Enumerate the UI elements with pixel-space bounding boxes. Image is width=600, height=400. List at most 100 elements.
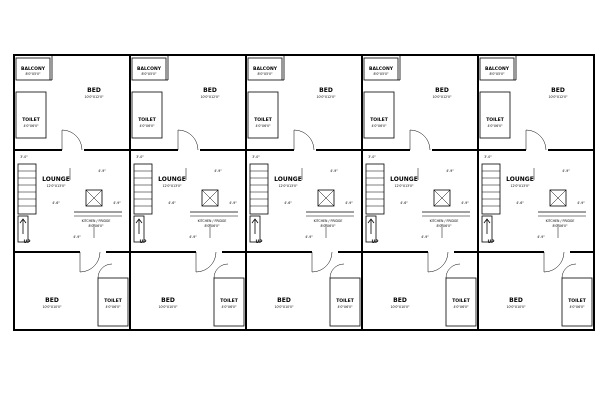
dimension-top: 3'-0": [20, 155, 28, 159]
lounge-dimension: 12'0"X13'0": [278, 184, 298, 188]
outer-wall: [245, 54, 363, 331]
kitchen-label: KITCHEN / FRIDGE: [198, 219, 227, 223]
toilet-bottom-dimension: 4'0"X6'0": [222, 305, 238, 309]
dimension-d: 4'-9": [537, 235, 545, 239]
bed-top-dimension: 10'0"X12'0": [316, 95, 336, 99]
door-swing: [61, 129, 83, 151]
balcony-dimension: 8'0"X5'0": [258, 72, 274, 76]
duct-shaft: [549, 189, 567, 207]
stair-up-label: UP: [24, 239, 32, 245]
bed-bottom-label: BED: [45, 297, 59, 304]
door-swing: [543, 251, 565, 273]
toilet-top-label: TOILET: [138, 117, 157, 123]
toilet-bottom-room: [561, 277, 593, 327]
kitchen-dimension: 8'0"X6'0": [89, 224, 105, 228]
door-swing: [195, 251, 217, 273]
door-swing: [409, 129, 431, 151]
bed-top-label: BED: [435, 87, 449, 94]
dimension-d: 4'-9": [73, 235, 81, 239]
bed-top-label: BED: [87, 87, 101, 94]
balcony-dimension: 8'0"X5'0": [142, 72, 158, 76]
balcony-dimension: 8'0"X5'0": [490, 72, 506, 76]
balcony-label: BALCONY: [253, 66, 278, 72]
dimension-top: 3'-0": [136, 155, 144, 159]
duct-shaft: [433, 189, 451, 207]
toilet-bottom-dimension: 4'0"X6'0": [106, 305, 122, 309]
dimension-c: 4'-9": [113, 201, 121, 205]
stair-up-label: UP: [140, 239, 148, 245]
balcony-label: BALCONY: [485, 66, 510, 72]
toilet-top-label: TOILET: [370, 117, 389, 123]
bed-bottom-dimension: 10'0"X10'0": [506, 305, 526, 309]
unit-plan: BALCONY8'0"X5'0"BED10'0"X12'0"TOILET4'0"…: [13, 54, 131, 331]
toilet-top-room: [131, 91, 163, 139]
balcony-room: [247, 57, 283, 81]
bed-top-dimension: 10'0"X12'0": [548, 95, 568, 99]
dimension-c: 4'-9": [577, 201, 585, 205]
dimension-d: 4'-9": [189, 235, 197, 239]
door-swing: [177, 129, 199, 151]
bed-bottom-dimension: 10'0"X10'0": [158, 305, 178, 309]
dimension-b: 4'-6": [284, 201, 292, 205]
balcony-label: BALCONY: [369, 66, 394, 72]
staircase: [249, 163, 269, 215]
lounge-dimension: 12'0"X13'0": [162, 184, 182, 188]
duct-shaft: [201, 189, 219, 207]
kitchen-dimension: 8'0"X6'0": [553, 224, 569, 228]
dimension-b: 4'-6": [168, 201, 176, 205]
bed-top-label: BED: [319, 87, 333, 94]
stair-up-label: UP: [372, 239, 380, 245]
balcony-room: [15, 57, 51, 81]
toilet-bottom-dimension: 4'0"X6'0": [570, 305, 586, 309]
dimension-c: 4'-9": [345, 201, 353, 205]
bed-bottom-dimension: 10'0"X10'0": [274, 305, 294, 309]
balcony-dimension: 8'0"X5'0": [374, 72, 390, 76]
dimension-top: 3'-0": [368, 155, 376, 159]
unit-plan: BALCONY8'0"X5'0"BED10'0"X12'0"TOILET4'0"…: [129, 54, 247, 331]
balcony-label: BALCONY: [21, 66, 46, 72]
balcony-room: [479, 57, 515, 81]
toilet-top-room: [15, 91, 47, 139]
balcony-label: BALCONY: [137, 66, 162, 72]
lounge-label: LOUNGE: [158, 176, 186, 183]
door-swing: [311, 251, 333, 273]
bed-top-label: BED: [203, 87, 217, 94]
toilet-bottom-room: [97, 277, 129, 327]
outer-wall: [13, 54, 131, 331]
bed-top-dimension: 10'0"X12'0": [432, 95, 452, 99]
duct-shaft: [317, 189, 335, 207]
kitchen-dimension: 8'0"X6'0": [437, 224, 453, 228]
staircase: [133, 163, 153, 215]
staircase: [481, 163, 501, 215]
lounge-dimension: 12'0"X13'0": [394, 184, 414, 188]
outer-wall: [129, 54, 247, 331]
lounge-label: LOUNGE: [274, 176, 302, 183]
toilet-top-label: TOILET: [254, 117, 273, 123]
toilet-bottom-label: TOILET: [220, 298, 239, 304]
balcony-room: [131, 57, 167, 81]
outer-wall: [361, 54, 479, 331]
toilet-bottom-label: TOILET: [568, 298, 587, 304]
bed-bottom-label: BED: [161, 297, 175, 304]
bed-bottom-dimension: 10'0"X10'0": [42, 305, 62, 309]
bed-top-label: BED: [551, 87, 565, 94]
toilet-bottom-label: TOILET: [104, 298, 123, 304]
door-swing: [293, 129, 315, 151]
balcony-room: [363, 57, 399, 81]
toilet-top-room: [479, 91, 511, 139]
stair-up-label: UP: [256, 239, 264, 245]
dimension-a: 4'-9": [562, 169, 570, 173]
lounge-dimension: 12'0"X13'0": [510, 184, 530, 188]
lounge-label: LOUNGE: [506, 176, 534, 183]
dimension-a: 4'-9": [330, 169, 338, 173]
kitchen-label: KITCHEN / FRIDGE: [546, 219, 575, 223]
stair-up-label: UP: [488, 239, 496, 245]
toilet-bottom-dimension: 4'0"X6'0": [338, 305, 354, 309]
toilet-top-dimension: 4'0"X6'0": [372, 124, 388, 128]
dimension-top: 3'-0": [252, 155, 260, 159]
lounge-label: LOUNGE: [390, 176, 418, 183]
staircase: [365, 163, 385, 215]
dimension-c: 4'-9": [229, 201, 237, 205]
toilet-bottom-label: TOILET: [452, 298, 471, 304]
